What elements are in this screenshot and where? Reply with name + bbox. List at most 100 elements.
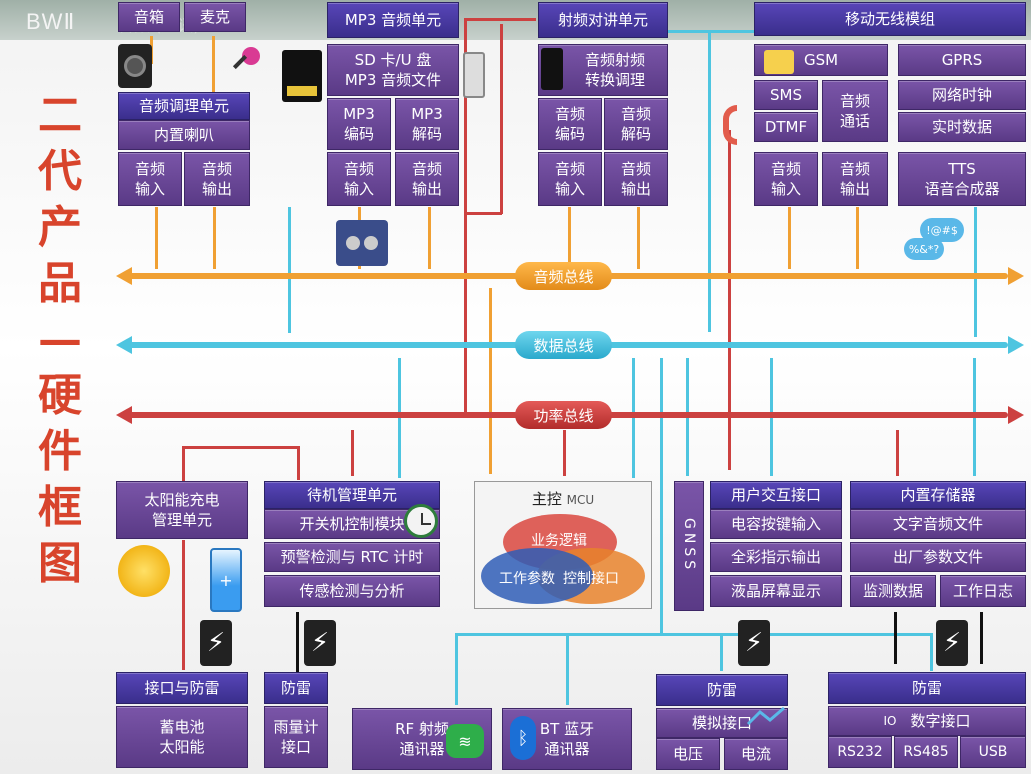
gnss-label: GNSS	[681, 518, 697, 574]
digital-title-row: IO 数字接口	[828, 706, 1026, 736]
phone-handset-icon	[708, 100, 752, 150]
brand-label: BWⅡ	[26, 9, 76, 34]
lightning-icon: ⚡	[200, 620, 232, 666]
mcu-title-small: MCU	[566, 493, 595, 507]
mic-box: 麦克	[184, 2, 246, 32]
mp3-encode: MP3 编码	[327, 98, 391, 150]
digital-black-2	[980, 612, 983, 664]
digital-black-1	[894, 612, 897, 664]
standby-rtc: 预警检测与 RTC 计时	[264, 542, 440, 572]
data-bus-arrow-left	[116, 336, 132, 354]
vertical-title-char: 产	[38, 202, 82, 253]
analog-current: 电流	[724, 738, 788, 770]
mcu-title: 主控 MCU	[475, 488, 651, 509]
data-bus-arrow-right	[1008, 336, 1024, 354]
mcu-power-line	[563, 430, 566, 476]
wireless-title: 移动无线模组	[754, 2, 1026, 36]
mp3-decode: MP3 解码	[395, 98, 459, 150]
radio-in-line	[568, 207, 571, 269]
ui-lcd: 液晶屏幕显示	[710, 575, 842, 607]
tts-data-line	[974, 207, 977, 337]
mcu-ctrl-label: 控制接口	[563, 571, 619, 587]
mcu-title-text: 主控	[531, 490, 562, 508]
wireless-out-line	[856, 207, 859, 269]
audio-chip-icon	[336, 220, 388, 266]
mp3-in: 音频 输入	[327, 152, 391, 206]
radio-encode: 音频 编码	[538, 98, 602, 150]
wireless-call: 音频 通话	[822, 80, 888, 142]
speaker-box: 音箱	[118, 2, 180, 32]
lightning-icon: ⚡	[738, 620, 770, 666]
ui-rgb: 全彩指示输出	[710, 542, 842, 572]
audio-out-line	[213, 207, 216, 269]
digital-usb: USB	[960, 736, 1026, 768]
wireless-in-line	[788, 207, 791, 269]
audio-unit-title: 音频调理单元	[118, 92, 250, 120]
mcu-logic-label: 业务逻辑	[531, 533, 587, 549]
radio-decode: 音频 解码	[604, 98, 668, 150]
mp3-out: 音频 输出	[395, 152, 459, 206]
vertical-title-char: 二	[38, 90, 82, 141]
walkie-talkie-icon	[541, 48, 563, 90]
wireless-dtmf: DTMF	[754, 112, 818, 142]
wireless-in: 音频 输入	[754, 152, 818, 206]
vertical-title-char: 件	[38, 426, 82, 477]
wireless-clock: 网络时钟	[898, 80, 1026, 110]
internal-speaker: 内置喇叭	[118, 120, 250, 150]
audio-bus-label: 音频总线	[515, 262, 612, 290]
storage-title: 内置存储器	[850, 481, 1026, 509]
microphone-icon	[228, 42, 262, 82]
radio-unit-title: 射频对讲单元	[538, 2, 668, 38]
standby-data-line	[398, 358, 401, 478]
audio-bus-arrow-left	[116, 267, 132, 285]
storage-log: 工作日志	[940, 575, 1026, 607]
mp3-unit-title: MP3 音频单元	[327, 2, 459, 38]
solar-protect-line	[182, 540, 185, 670]
speech-bubble-icon: %&*?	[904, 238, 944, 260]
audio-bus-arrow-right	[1008, 267, 1024, 285]
sms-envelope-icon	[764, 50, 794, 74]
radio-in: 音频 输入	[538, 152, 602, 206]
battery-icon: +	[210, 548, 242, 612]
vertical-title-char: —	[38, 314, 82, 365]
wireless-power-line	[728, 130, 731, 470]
rain-protect: 防雷	[264, 672, 328, 704]
digital-title: 数字接口	[910, 712, 971, 730]
ui-title: 用户交互接口	[710, 481, 842, 509]
rain-line	[296, 612, 299, 672]
radio-wireless-link	[668, 30, 754, 33]
standby-title: 待机管理单元	[264, 481, 440, 509]
sun-icon	[118, 545, 170, 597]
vertical-title: 二 代 产 品 — 硬 件 框 图	[30, 88, 90, 592]
bottom-data-trunk	[660, 358, 663, 636]
bluetooth-icon: ᛒ	[510, 716, 536, 760]
mp3-radio-power-link	[464, 18, 536, 21]
storage-monitor: 监测数据	[850, 575, 936, 607]
rf-line	[455, 633, 458, 705]
storage-factory: 出厂参数文件	[850, 542, 1026, 572]
battery-solar: 蓄电池 太阳能	[116, 706, 248, 768]
speech-bubble-icon: !@#$	[920, 218, 964, 242]
storage-power-line	[896, 430, 899, 476]
mcu-data-line	[632, 358, 635, 478]
standby-sensor: 传感检测与分析	[264, 575, 440, 607]
analog-line	[720, 633, 723, 671]
vertical-title-char: 硬	[38, 370, 82, 421]
radio-out-line	[637, 207, 640, 269]
wifi-icon: ≋	[446, 724, 484, 758]
gnss-box: GNSS	[674, 481, 704, 611]
audio-unit-in: 音频 输入	[118, 152, 182, 206]
wireless-data-line	[708, 30, 711, 332]
analog-voltage: 电压	[656, 738, 720, 770]
wireless-realtime: 实时数据	[898, 112, 1026, 142]
lightning-icon: ⚡	[304, 620, 336, 666]
mp3-data-line	[288, 207, 291, 333]
mp3-out-line	[428, 207, 431, 269]
solar-protect: 接口与防雷	[116, 672, 248, 704]
digital-protect: 防雷	[828, 672, 1026, 704]
digital-rs485: RS485	[894, 736, 958, 768]
audio-in-line	[155, 207, 158, 269]
power-link-h	[464, 212, 502, 215]
usb-drive-icon	[463, 52, 485, 98]
mcu-params-label: 工作参数	[499, 571, 555, 587]
